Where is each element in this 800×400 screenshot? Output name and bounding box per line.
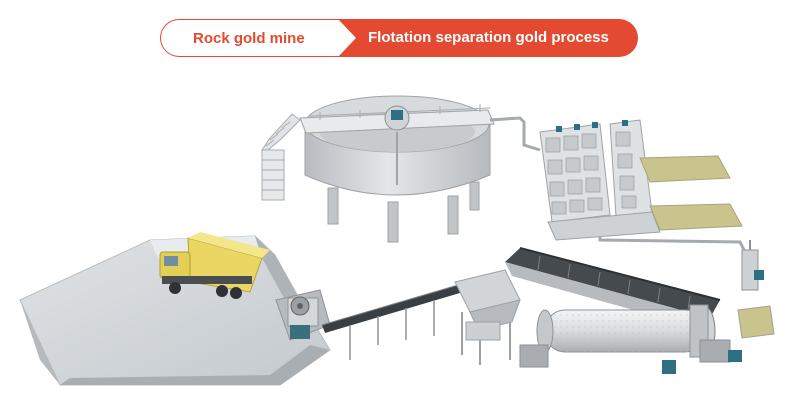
- tab-flotation-separation-label[interactable]: Flotation separation gold process: [368, 29, 609, 46]
- tab-flotation-background[interactable]: [338, 19, 638, 57]
- tab-rock-gold-mine-label: Rock gold mine: [193, 30, 305, 47]
- flotation-cell-icon: [539, 119, 661, 241]
- thickener-staircase: [261, 113, 301, 201]
- dump-truck-icon: [159, 232, 270, 299]
- thickener-tank-icon: [299, 95, 495, 243]
- classifier-tailings-area: [737, 240, 775, 339]
- tab-rock-gold-mine[interactable]: Rock gold mine: [160, 19, 360, 57]
- conveyor-belt-1: [321, 282, 470, 360]
- ball-mill-icon: [519, 304, 742, 374]
- ore-bin-structure: [454, 269, 521, 365]
- process-tabs: Rock gold mine Flotation separation gold…: [160, 19, 640, 59]
- concentrate-ponds: [639, 155, 743, 231]
- jaw-crusher-icon: [275, 289, 331, 341]
